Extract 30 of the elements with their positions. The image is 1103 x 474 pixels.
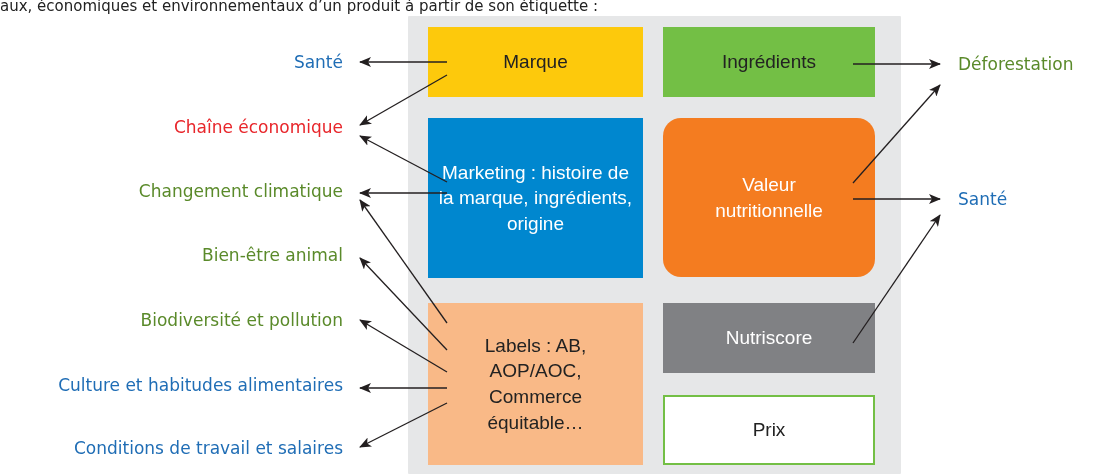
impact-label: Santé <box>293 50 343 74</box>
label-panel <box>408 16 901 474</box>
arrow <box>359 257 448 351</box>
impact-label: Conditions de travail et salaires <box>73 436 343 460</box>
arrow <box>359 199 448 324</box>
category-box: Marketing : histoire de la marque, ingrédients, origine <box>428 118 643 278</box>
arrow <box>852 59 941 69</box>
arrow <box>359 383 448 393</box>
impact-label: Bien-être animal <box>202 243 343 267</box>
arrow <box>359 74 448 126</box>
impact-label: Chaîne économique <box>173 115 343 139</box>
arrow <box>852 84 941 184</box>
arrow <box>359 188 448 198</box>
arrow <box>359 319 448 373</box>
arrow <box>359 402 448 448</box>
category-box: Labels : AB, AOP/AOC, Commerce équitable… <box>428 303 643 465</box>
arrow <box>852 214 941 344</box>
category-box: Ingrédients <box>663 27 875 97</box>
arrow <box>852 194 941 204</box>
category-box: Marque <box>428 27 643 97</box>
category-box: Prix <box>663 395 875 465</box>
impact-label: Santé <box>958 187 1008 211</box>
category-box: Valeur nutritionnelle <box>663 118 875 277</box>
category-box: Nutriscore <box>663 303 875 373</box>
arrow <box>359 57 448 67</box>
impact-label: Culture et habitudes alimentaires <box>58 373 343 397</box>
arrow <box>359 135 448 183</box>
impact-label: Déforestation <box>958 52 1074 76</box>
impact-label: Changement climatique <box>138 179 343 203</box>
impact-label: Biodiversité et pollution <box>140 308 343 332</box>
